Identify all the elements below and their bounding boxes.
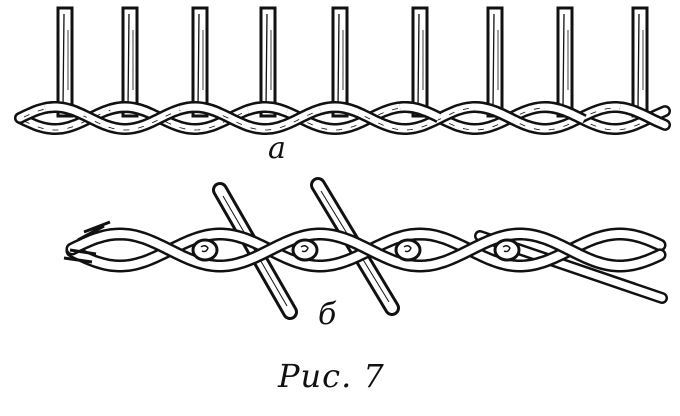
stake xyxy=(486,6,504,118)
stake-core xyxy=(502,245,511,253)
stake xyxy=(56,6,74,118)
braid-strand-fill xyxy=(68,229,664,271)
rod-front-fill xyxy=(109,103,151,117)
stake-grain xyxy=(62,13,65,109)
stake-grain xyxy=(492,13,495,109)
stake xyxy=(191,6,209,118)
diagram-a-wicker-weave xyxy=(14,6,671,136)
stake xyxy=(331,6,349,118)
frayed-end xyxy=(63,220,111,264)
stake-grain xyxy=(337,13,340,109)
stake-grain xyxy=(417,13,420,109)
stake-grain xyxy=(562,13,565,109)
stake-cross-section xyxy=(493,238,521,262)
stake xyxy=(411,6,429,118)
rod-front-fill xyxy=(474,103,516,124)
label-b: б xyxy=(318,297,337,332)
rod-front-fill xyxy=(544,103,586,124)
stake-grain xyxy=(197,13,200,109)
stake xyxy=(121,6,139,118)
stake-core xyxy=(200,245,209,253)
stake-cross-section xyxy=(191,238,219,262)
rod-front-fill xyxy=(399,103,441,121)
stake-core xyxy=(300,245,309,253)
stake-grain xyxy=(265,13,268,109)
figure-caption: Рис. 7 xyxy=(278,357,385,395)
stake-core xyxy=(403,245,412,253)
rod-front-fill xyxy=(319,103,361,117)
stake-cross-section xyxy=(291,238,319,262)
stake-grain xyxy=(637,13,640,109)
rod-front-fill xyxy=(179,103,221,117)
stake-grain xyxy=(127,13,130,109)
rod-front-fill xyxy=(619,103,661,126)
label-a: а xyxy=(268,131,286,166)
rod-front-fill xyxy=(246,103,289,116)
stake-cross-section xyxy=(394,238,422,262)
stake xyxy=(556,6,574,118)
rod-front-fill xyxy=(44,103,86,119)
diagram-b-braided-strands xyxy=(63,177,668,320)
stake xyxy=(631,6,649,118)
stake xyxy=(259,6,277,118)
